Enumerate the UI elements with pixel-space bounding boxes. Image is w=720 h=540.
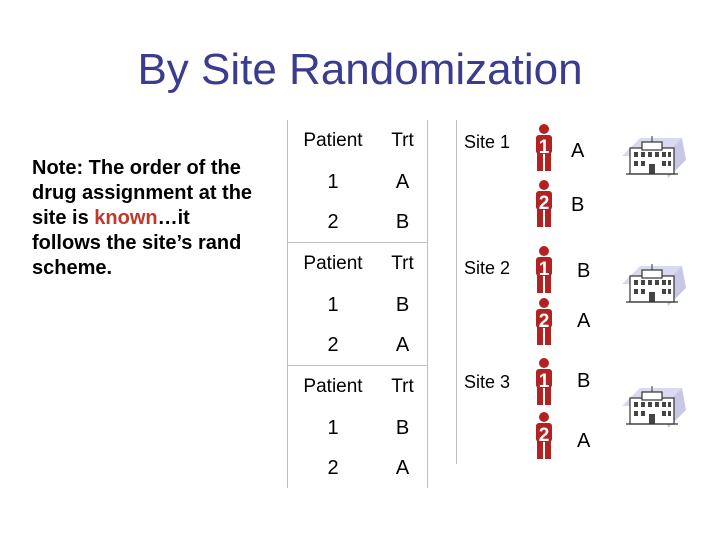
- patient-number: 2: [538, 193, 550, 214]
- patient-number: 1: [538, 137, 550, 158]
- patient-cell: 2: [327, 456, 339, 479]
- table-row: 2 A: [288, 326, 427, 364]
- site-1-table: Patient Trt 1 A 2 B: [288, 120, 428, 242]
- trt-cell: B: [395, 416, 410, 439]
- trt-header: Trt: [391, 130, 414, 151]
- table-header: Patient Trt: [288, 243, 427, 285]
- note-highlight-known: known: [94, 207, 158, 229]
- patient-header: Patient: [303, 376, 363, 397]
- patient-header: Patient: [303, 130, 363, 151]
- site-2-table: Patient Trt 1 B 2 A: [288, 242, 428, 365]
- table-header: Patient Trt: [288, 120, 427, 162]
- patient-number: 1: [538, 371, 550, 392]
- note-text-after: …it follows the site’s rand scheme.: [32, 207, 242, 279]
- slide-title: By Site Randomization: [137, 45, 583, 94]
- trt-cell: B: [395, 293, 410, 316]
- trt-header: Trt: [391, 376, 414, 397]
- table-row: 1 B: [288, 286, 427, 324]
- site-2-label: Site 2: [464, 258, 511, 278]
- patient-1-figure: 1: [533, 124, 555, 172]
- table-row: 2 A: [288, 449, 427, 487]
- hospital-icon: [621, 262, 687, 310]
- patient-cell: 1: [327, 170, 339, 193]
- patient-1-figure: 1: [533, 358, 555, 406]
- treatment-label: A: [577, 430, 591, 452]
- treatment-label: B: [571, 194, 585, 216]
- patient-2-figure: 2: [533, 412, 555, 460]
- patient-cell: 1: [327, 416, 339, 439]
- patient-header: Patient: [303, 253, 363, 274]
- treatment-label: A: [571, 140, 585, 162]
- patient-number: 2: [538, 311, 550, 332]
- patient-2-figure: 2: [533, 298, 555, 346]
- trt-cell: A: [395, 333, 410, 356]
- trt-cell: B: [395, 210, 410, 233]
- trt-cell: A: [395, 170, 410, 193]
- patient-number: 1: [538, 259, 550, 280]
- patient-number: 2: [538, 425, 550, 446]
- patient-2-figure: 2: [533, 180, 555, 228]
- site-1-label: Site 1: [464, 132, 511, 152]
- assignment-tables: Patient Trt 1 A 2 B Patient Trt 1 B 2: [287, 120, 428, 488]
- table-row: 1 A: [288, 163, 427, 201]
- trt-cell: A: [395, 456, 410, 479]
- patient-1-figure: 1: [533, 246, 555, 294]
- sites-divider: [456, 120, 457, 464]
- table-header: Patient Trt: [288, 366, 427, 408]
- table-row: 1 B: [288, 409, 427, 447]
- hospital-icon: [621, 134, 687, 182]
- trt-header: Trt: [391, 253, 414, 274]
- hospital-icon: [621, 384, 687, 432]
- treatment-label: B: [577, 260, 591, 282]
- note-text: Note: The order of the drug assignment a…: [32, 156, 257, 281]
- site-3-table: Patient Trt 1 B 2 A: [288, 365, 428, 488]
- patient-cell: 2: [327, 333, 339, 356]
- patient-cell: 1: [327, 293, 339, 316]
- treatment-label: A: [577, 310, 591, 332]
- patient-cell: 2: [327, 210, 339, 233]
- table-row: 2 B: [288, 203, 427, 241]
- site-3-label: Site 3: [464, 372, 511, 392]
- note-text-before: Note: The order of the drug assignment a…: [32, 157, 253, 229]
- treatment-label: B: [577, 370, 591, 392]
